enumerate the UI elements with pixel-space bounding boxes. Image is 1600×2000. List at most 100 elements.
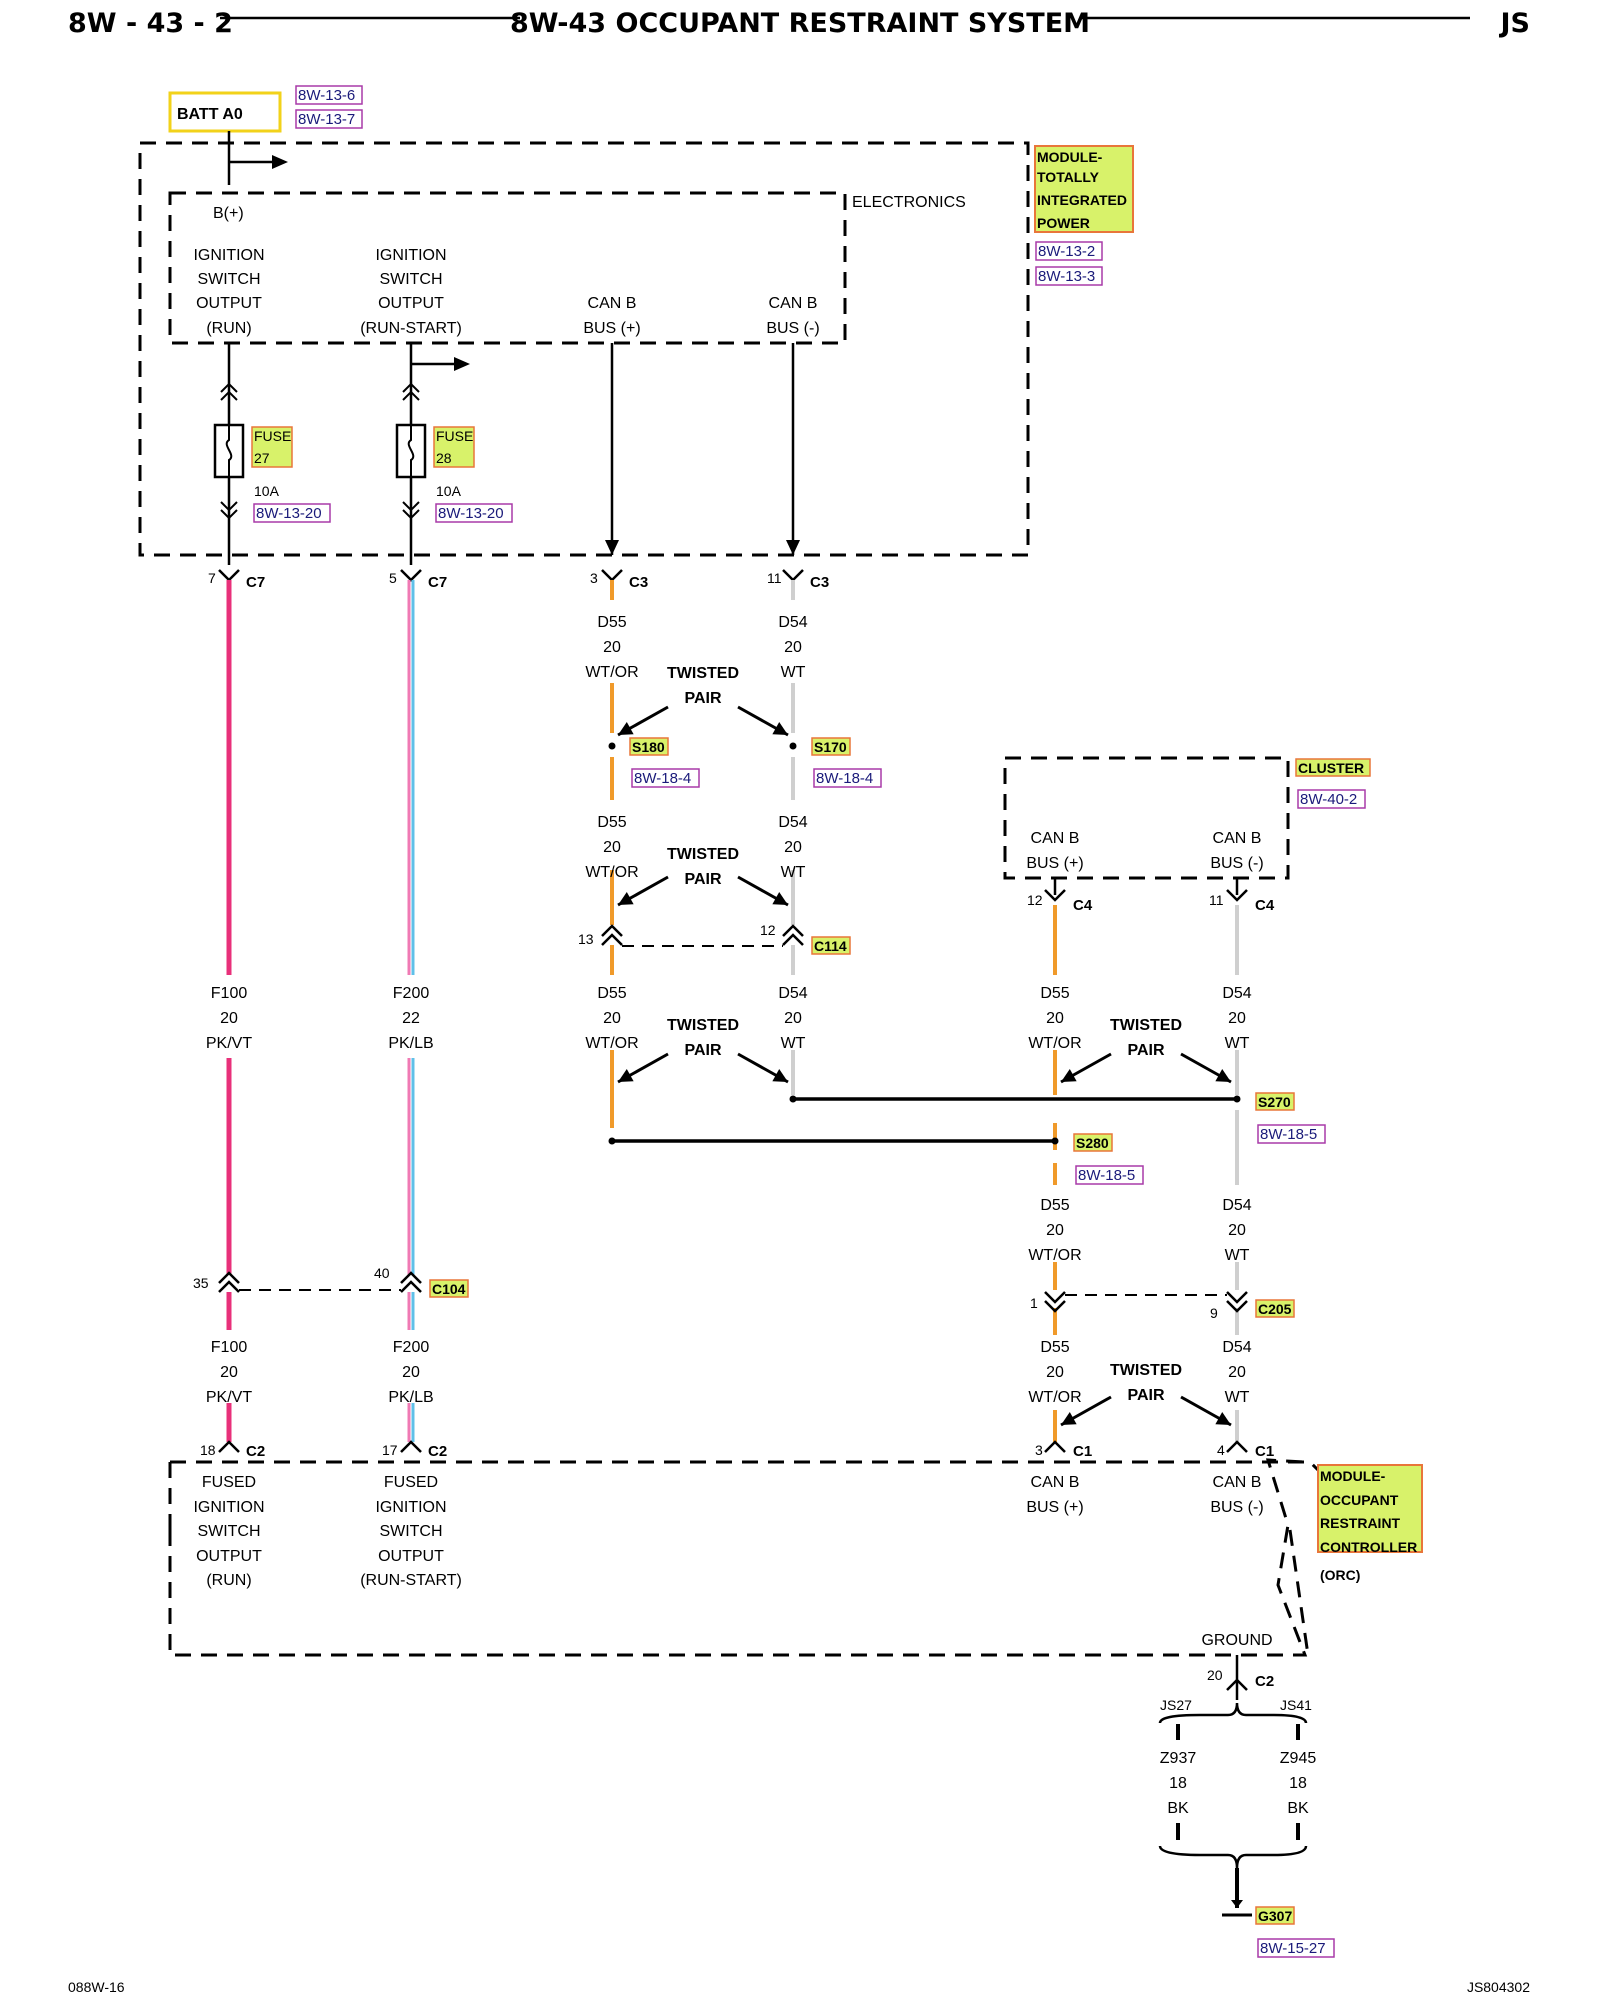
electronics-outline	[168, 191, 847, 345]
svg-text:12: 12	[760, 922, 776, 938]
bplus-label: B(+)	[213, 205, 244, 222]
c4b-name: C4	[1255, 897, 1275, 914]
s170-ref[interactable]: 8W-18-4	[816, 770, 873, 787]
svg-text:S270: S270	[1258, 1094, 1291, 1110]
wire-label-d54-6: WT	[1225, 1389, 1250, 1406]
svg-text:JS27: JS27	[1160, 1697, 1192, 1713]
orc-pin-fused-start: FUSED IGNITION SWITCH OUTPUT (RUN-START)	[360, 1474, 462, 1589]
wire-label-f100-2: PK/VT	[206, 1389, 252, 1406]
svg-text:CAN B: CAN B	[1031, 1474, 1080, 1491]
svg-text:PAIR: PAIR	[1127, 1042, 1164, 1059]
wire-label-d54-4: D54	[1222, 985, 1251, 1002]
c3b-pin: 11	[767, 570, 782, 586]
wire-f200	[407, 580, 415, 1442]
svg-text:CAN B: CAN B	[1031, 830, 1080, 847]
c2b-pin: 17	[382, 1442, 398, 1458]
svg-text:OUTPUT: OUTPUT	[378, 1548, 444, 1565]
tipm-name-1: MODULE-	[1037, 149, 1103, 165]
svg-text:BUS (+): BUS (+)	[583, 320, 640, 337]
svg-text:IGNITION: IGNITION	[193, 1499, 264, 1516]
wire-label-f100-2: F100	[211, 1339, 248, 1356]
batt-ref-2[interactable]: 8W-13-7	[298, 111, 355, 128]
fuse28-ref[interactable]: 8W-13-20	[438, 505, 504, 522]
svg-text:TWISTED: TWISTED	[1110, 1362, 1182, 1379]
c7b-pin: 5	[389, 570, 397, 586]
s270-ref[interactable]: 8W-18-5	[1260, 1126, 1317, 1143]
wire-label-d55-5: D55	[1040, 1197, 1069, 1214]
svg-text:BUS (-): BUS (-)	[1210, 855, 1263, 872]
svg-text:13: 13	[578, 931, 594, 947]
svg-text:PAIR: PAIR	[684, 1042, 721, 1059]
orc-name-3: RESTRAINT	[1320, 1515, 1401, 1531]
svg-text:IGNITION: IGNITION	[375, 1499, 446, 1516]
wire-label-d55-1: WT/OR	[585, 664, 638, 681]
ground-circuit: 20 C2 JS27 JS41 G307 8W-15-27	[1158, 1655, 1335, 1958]
wire-label-f200-2: 20	[402, 1364, 420, 1381]
wire-label-d54-3: 20	[784, 1010, 802, 1027]
svg-text:9: 9	[1210, 1305, 1218, 1321]
svg-text:C104: C104	[432, 1281, 466, 1297]
svg-text:S170: S170	[814, 739, 847, 755]
tipm-pin-canm: CAN B BUS (-)	[766, 295, 819, 337]
orc-pin-canm: CAN B BUS (-)	[1210, 1474, 1263, 1516]
wire-label-f100-2: 20	[220, 1364, 238, 1381]
tipm-ref-1[interactable]: 8W-13-2	[1038, 243, 1095, 260]
svg-text:IGNITION: IGNITION	[375, 247, 446, 264]
svg-text:OUTPUT: OUTPUT	[196, 1548, 262, 1565]
svg-text:C114: C114	[814, 938, 847, 954]
wire-label-d55-4: D55	[1040, 985, 1069, 1002]
tipm-pin-ign-run: IGNITION SWITCH OUTPUT (RUN)	[193, 247, 264, 337]
wire-label-z945: Z945	[1280, 1750, 1317, 1767]
batt-a0-source: BATT A0 8W-13-6 8W-13-7	[168, 85, 363, 133]
page-title: 8W-43 OCCUPANT RESTRAINT SYSTEM	[510, 8, 1090, 39]
ground-ref[interactable]: 8W-15-27	[1260, 1940, 1326, 1957]
fuse27-rating: 10A	[254, 483, 280, 499]
svg-text:TWISTED: TWISTED	[1110, 1017, 1182, 1034]
connector-c114: 13 12 C114	[578, 922, 851, 955]
c3b-name: C3	[810, 574, 829, 591]
orc-name-4: CONTROLLER	[1320, 1539, 1417, 1555]
wire-label-f100-1: PK/VT	[206, 1035, 252, 1052]
fuse27-ref[interactable]: 8W-13-20	[256, 505, 322, 522]
cluster-name: CLUSTER	[1298, 760, 1364, 776]
wire-label-d54-1: WT	[781, 664, 806, 681]
svg-text:CAN B: CAN B	[1213, 1474, 1262, 1491]
splice-s270: S270 8W-18-5	[1255, 1092, 1326, 1144]
wire-label-d55-6: D55	[1040, 1339, 1069, 1356]
wire-label-d54-5: D54	[1222, 1197, 1251, 1214]
footer-right-code: JS804302	[1467, 1979, 1530, 1995]
wire-label-d55-5: 20	[1046, 1222, 1064, 1239]
svg-text:S280: S280	[1076, 1135, 1109, 1151]
c1b-name: C1	[1255, 1443, 1274, 1460]
wire-label-d55-3: D55	[597, 985, 626, 1002]
fuse27-label: FUSE	[254, 428, 291, 444]
batt-label: BATT A0	[177, 106, 243, 123]
c2a-pin: 18	[200, 1442, 216, 1458]
wire-label-d55-6: 20	[1046, 1364, 1064, 1381]
svg-text:CAN B: CAN B	[588, 295, 637, 312]
svg-text:TWISTED: TWISTED	[667, 1017, 739, 1034]
cluster-ref[interactable]: 8W-40-2	[1300, 791, 1357, 808]
svg-text:TWISTED: TWISTED	[667, 665, 739, 682]
connector-c104: 35 40 C104	[193, 1265, 469, 1298]
wire-label-d55-3: WT/OR	[585, 1035, 638, 1052]
svg-text:(RUN): (RUN)	[206, 1572, 251, 1589]
wire-label-d54-1: 20	[784, 639, 802, 656]
wire-label-d54-5: 20	[1228, 1222, 1246, 1239]
wire-label-d55-1: D55	[597, 614, 626, 631]
svg-text:JS41: JS41	[1280, 1697, 1312, 1713]
wire-label-f200-2: F200	[393, 1339, 430, 1356]
wire-label-d55-5: WT/OR	[1028, 1247, 1081, 1264]
batt-ref-1[interactable]: 8W-13-6	[298, 87, 355, 104]
wire-label-f200-1: 22	[402, 1010, 420, 1027]
wire-label-d55-6: WT/OR	[1028, 1389, 1081, 1406]
tipm-ref-2[interactable]: 8W-13-3	[1038, 268, 1095, 285]
s280-ref[interactable]: 8W-18-5	[1078, 1167, 1135, 1184]
s180-ref[interactable]: 8W-18-4	[634, 770, 691, 787]
tipm-name-2: TOTALLY	[1037, 169, 1100, 185]
wire-label-z945: BK	[1287, 1800, 1309, 1817]
wire-label-d55-4: WT/OR	[1028, 1035, 1081, 1052]
